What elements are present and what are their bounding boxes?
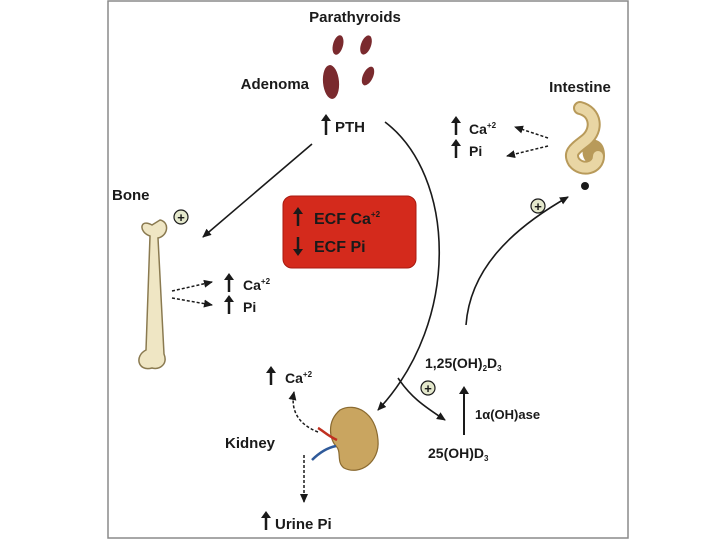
urine-pi-label: Urine Pi: [275, 516, 332, 533]
intestine-pi-up-arrow-icon: [451, 139, 461, 158]
enzyme-label: 1α(OH)ase: [475, 407, 540, 422]
intestine-label: Intestine: [549, 79, 611, 96]
intestine-icon: [565, 101, 606, 190]
bone-pi-arrow: [171, 297, 213, 308]
kidney-ca-up-arrow-icon: [266, 366, 276, 385]
vitd-plus-icon: +: [420, 380, 436, 396]
enzyme-up-arrow-icon: [459, 386, 469, 435]
intestine-ca-label: Ca+2: [469, 121, 497, 137]
vitd-active-label: 1,25(OH)2D3: [425, 355, 502, 373]
ecf-ca-up-arrow-icon: [293, 207, 303, 226]
intestine-pi-arrow: [506, 145, 549, 158]
intestine-ca-up-arrow-icon: [451, 116, 461, 135]
ecf-pi-down-arrow-icon: [293, 237, 303, 256]
ecf-ca-label: ECF Ca+2: [314, 210, 381, 228]
urine-pi-up-arrow-icon: [261, 511, 271, 530]
bone-icon: [138, 219, 168, 370]
kidney-icon: [311, 406, 379, 471]
parathyroid-glands-icon: [322, 35, 375, 99]
bone-label: Bone: [112, 187, 150, 204]
pth-to-bone-arrow: [202, 143, 313, 238]
vitd-to-intestine-arrow: [465, 196, 569, 326]
bone-ca-label: Ca+2: [243, 277, 271, 293]
kidney-ca-arrow: [288, 391, 319, 433]
parathyroids-label: Parathyroids: [309, 9, 401, 26]
bone-plus-icon: +: [173, 209, 189, 225]
ecf-status-box: [282, 195, 417, 269]
kidney-ca-label: Ca+2: [285, 370, 313, 386]
pth-to-kidney-arrow: [377, 121, 440, 411]
pth-to-enzyme-arrow: [397, 377, 446, 421]
intestine-plus-icon: +: [530, 198, 546, 214]
vitd-precursor-label: 25(OH)D3: [428, 445, 489, 463]
bone-ca-up-arrow-icon: [224, 273, 234, 292]
bone-pi-up-arrow-icon: [224, 295, 234, 314]
kidney-label: Kidney: [225, 435, 276, 452]
ecf-pi-label: ECF Pi: [314, 239, 366, 256]
adenoma-label: Adenoma: [241, 76, 310, 93]
intestine-pi-label: Pi: [469, 143, 482, 159]
svg-text:+: +: [177, 210, 185, 225]
svg-text:+: +: [534, 199, 542, 214]
svg-text:+: +: [424, 381, 432, 396]
pth-label: PTH: [335, 119, 365, 136]
bone-ca-arrow: [171, 279, 213, 292]
intestine-ca-arrow: [514, 125, 549, 139]
bone-pi-label: Pi: [243, 299, 256, 315]
pth-up-arrow-icon: [321, 114, 331, 135]
